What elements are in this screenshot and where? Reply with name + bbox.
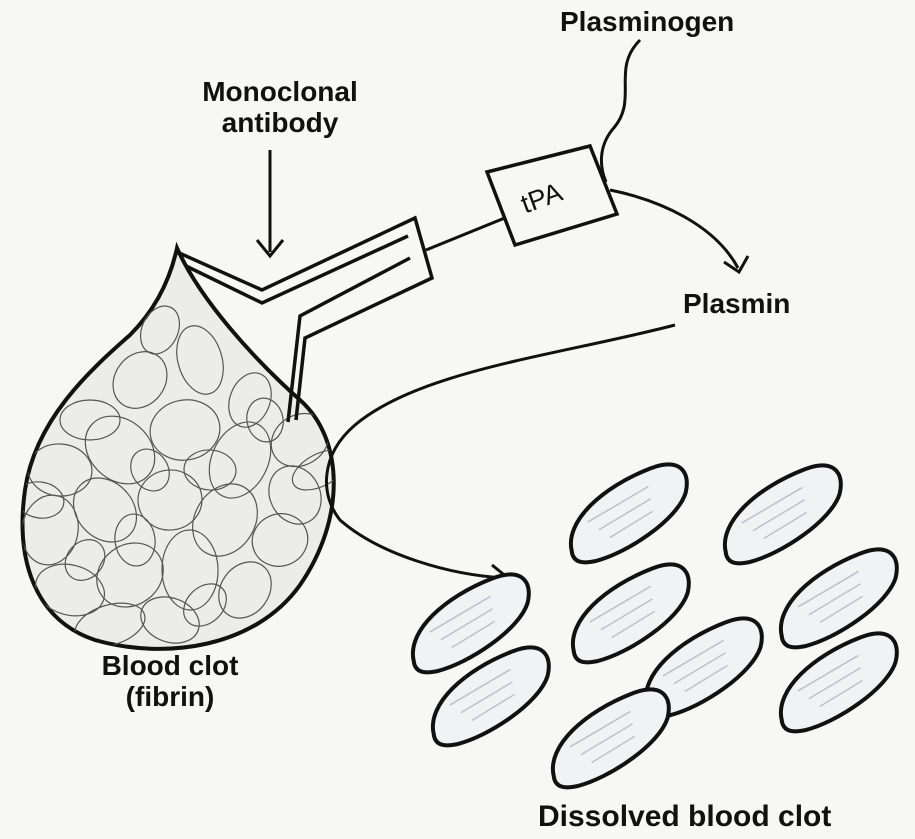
plasminogen-label: Plasminogen — [560, 6, 734, 37]
clot-fragment — [535, 679, 685, 797]
antibody-tpa-linker — [426, 215, 512, 250]
blood-clot-label: Blood clot (fibrin) — [70, 650, 270, 713]
plasminogen-connector — [601, 40, 640, 182]
antibody-label-line1: Monoclonal — [175, 76, 385, 107]
antibody-label-line2: antibody — [175, 107, 385, 138]
blood-clot-shape — [13, 248, 354, 655]
monoclonal-antibody-label: Monoclonal antibody — [175, 76, 385, 139]
antibody-pointer-arrow — [257, 150, 283, 256]
blood-clot-label-line1: Blood clot — [70, 650, 270, 681]
dissolved-clot-fragments — [395, 454, 913, 797]
blood-clot-label-line2: (fibrin) — [70, 681, 270, 712]
clot-fragment — [553, 454, 703, 572]
clot-fragment — [707, 455, 857, 573]
dissolved-clot-label: Dissolved blood clot — [538, 800, 831, 834]
tpa-to-plasmin-arrow — [610, 190, 748, 272]
plasmin-label: Plasmin — [683, 288, 790, 319]
